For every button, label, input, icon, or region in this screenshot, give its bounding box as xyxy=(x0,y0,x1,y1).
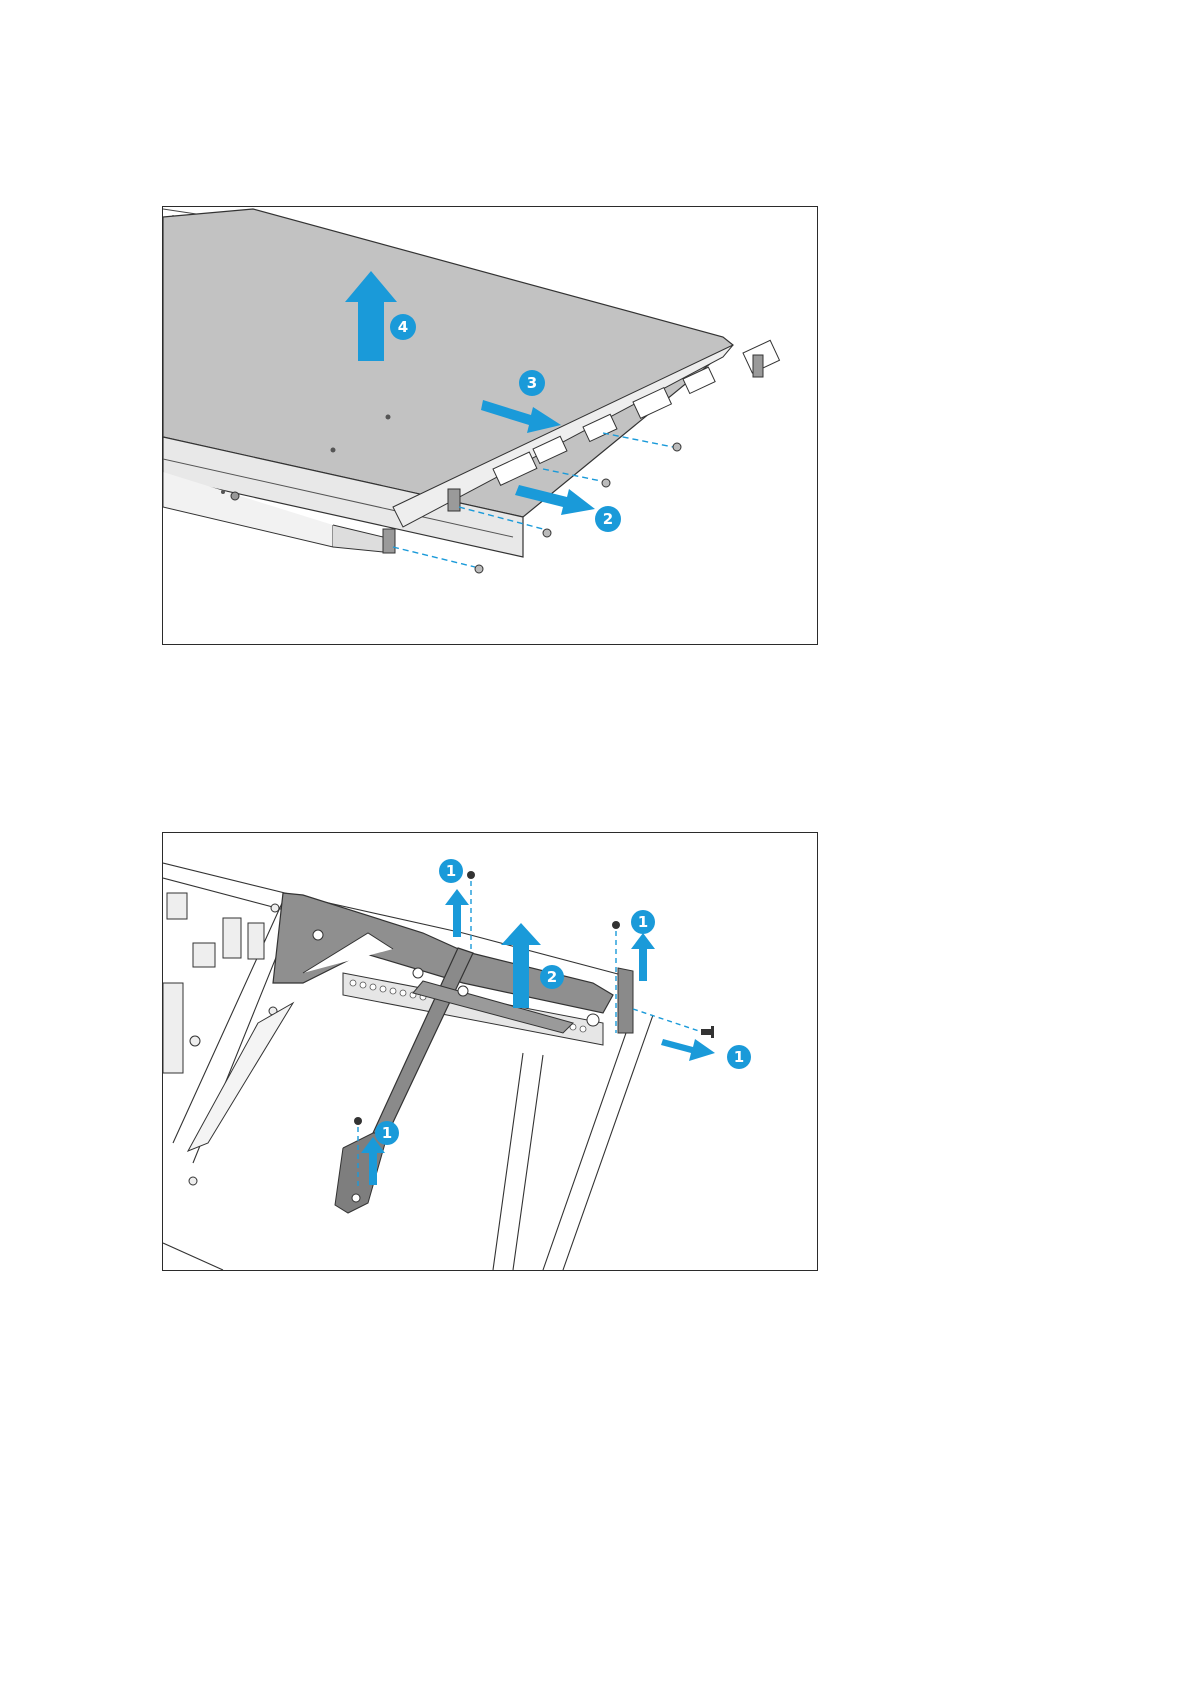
svg-text:1: 1 xyxy=(382,1124,392,1142)
bracket-arm xyxy=(373,948,473,1133)
figure-remove-air-duct: 1 1 1 1 2 xyxy=(162,832,818,1271)
svg-text:2: 2 xyxy=(547,968,557,986)
figure-remove-top-cover: 4 3 2 xyxy=(162,206,818,645)
svg-text:2: 2 xyxy=(603,510,613,528)
bracket-foot xyxy=(335,1133,388,1213)
air-duct-illustration: 1 1 1 1 2 xyxy=(163,833,817,1270)
step-badge-3: 3 xyxy=(519,370,545,396)
top-cover-illustration: 4 3 2 xyxy=(163,207,817,644)
svg-text:1: 1 xyxy=(734,1048,744,1066)
step-badge-1: 1 xyxy=(727,1045,751,1069)
step-badge-4: 4 xyxy=(390,314,416,340)
svg-text:1: 1 xyxy=(638,913,648,931)
step-badge-1: 1 xyxy=(375,1121,399,1145)
svg-text:3: 3 xyxy=(527,374,537,392)
svg-text:4: 4 xyxy=(398,318,408,336)
lift-screw-arrow xyxy=(631,933,655,981)
step-badge-2: 2 xyxy=(540,965,564,989)
left-rail xyxy=(188,1003,293,1151)
remove-screw-arrow xyxy=(661,1039,715,1061)
bracket-post-right xyxy=(618,968,633,1033)
step-badge-2: 2 xyxy=(595,506,621,532)
step-badge-1: 1 xyxy=(631,910,655,934)
step-badge-1: 1 xyxy=(439,859,463,883)
svg-text:1: 1 xyxy=(446,862,456,880)
